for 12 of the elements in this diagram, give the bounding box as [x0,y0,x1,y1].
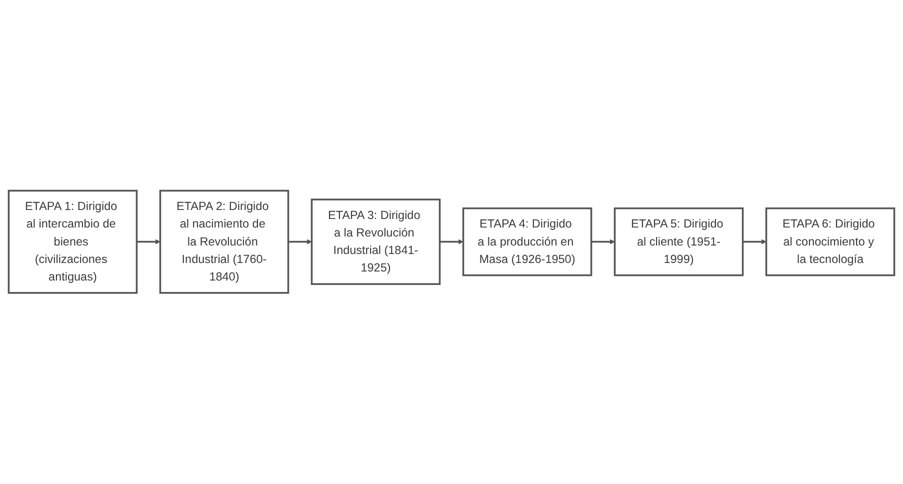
arrow [742,239,766,245]
arrow [136,239,160,245]
node-box [765,208,896,276]
node-box [159,190,290,294]
node-box [310,198,441,286]
arrow [440,239,464,245]
node-box [8,190,138,294]
arrow [591,239,615,245]
node-box [614,208,744,276]
flowchart: ETAPA 1: Dirigido al intercambio de bienes (civilizaciones antiguas) ETAPA 2: Dirigido al nacimiento de la Revolución Industrial (1760-1840) ETAPA 3: Dirigido a la Revolución Industrial (1841-1925) ETAPA 4: Dirigido a la producción en Masa (1926-1950) ETAPA 5: Dirigido al cliente (1951-1999) ETAPA 6: Dirigido al conocimiento y la tecnología [4,186,899,298]
node-box [462,208,592,276]
arrow [288,239,312,245]
